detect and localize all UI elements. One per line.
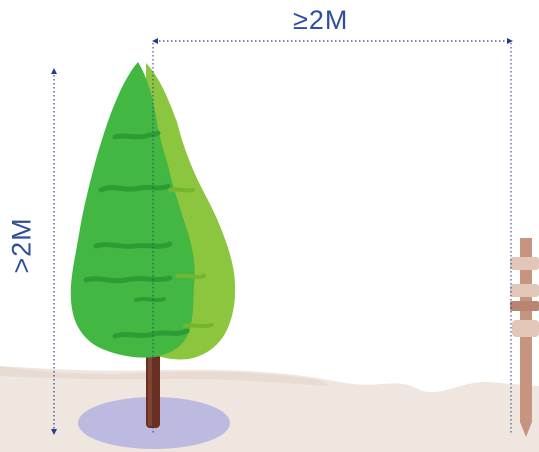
signpost-board-bottom bbox=[512, 320, 539, 337]
signpost-board-shadow bbox=[510, 301, 539, 311]
tree-back-detail-1 bbox=[168, 187, 195, 193]
tree-foliage-detail-4 bbox=[83, 275, 173, 284]
signpost-icon bbox=[510, 238, 539, 437]
tree-icon bbox=[70, 62, 236, 360]
signpost-board-top bbox=[510, 257, 539, 270]
tree-back-detail-2 bbox=[176, 273, 206, 279]
tree-back-detail-3 bbox=[183, 323, 214, 329]
tree-foliage-detail-6 bbox=[134, 297, 166, 302]
height-dimension-label: >2M bbox=[6, 217, 37, 274]
tree-foliage-detail-5 bbox=[112, 328, 190, 339]
tree-trunk-highlight bbox=[148, 346, 152, 426]
tree-foliage-detail-2 bbox=[98, 183, 171, 193]
signpost-board-middle bbox=[510, 284, 539, 297]
width-dimension-label: ≥2M bbox=[293, 5, 349, 35]
ground-edge-shadow bbox=[0, 366, 330, 386]
tree-foliage-detail-3 bbox=[93, 241, 173, 249]
tree-foliage-detail-1 bbox=[112, 130, 161, 140]
tree-canopy-front bbox=[70, 62, 195, 358]
